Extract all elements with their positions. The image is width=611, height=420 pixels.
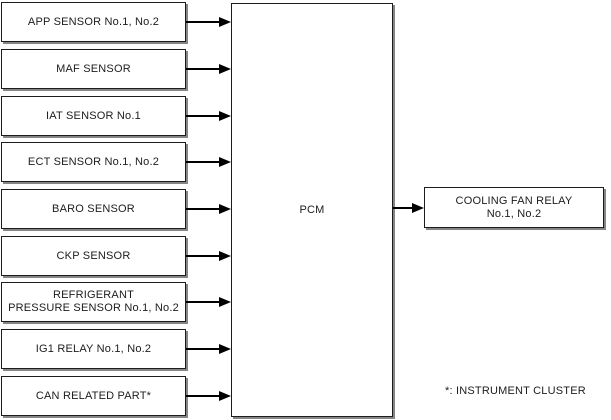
input-box-label: MAF SENSOR <box>56 62 131 75</box>
input-box-label: APP SENSOR No.1, No.2 <box>27 15 160 28</box>
output-box-cooling-fan-relay: COOLING FAN RELAY No.1, No.2 <box>424 187 604 228</box>
input-box-label: CKP SENSOR <box>56 249 131 262</box>
input-box-label: IG1 RELAY No.1, No.2 <box>35 342 152 355</box>
arrow-head-icon <box>219 297 231 307</box>
output-box-label: COOLING FAN RELAY No.1, No.2 <box>455 194 573 220</box>
pcm-label: PCM <box>299 203 325 216</box>
input-box-label: ECT SENSOR No.1, No.2 <box>27 155 160 168</box>
arrow-shaft <box>186 395 219 397</box>
arrow-ckp-to-pcm <box>186 251 231 261</box>
arrow-maf-to-pcm <box>186 64 231 74</box>
input-box-label: CAN RELATED PART* <box>35 389 152 402</box>
arrow-head-icon <box>219 204 231 214</box>
arrow-app-to-pcm <box>186 17 231 27</box>
arrow-ig1-to-pcm <box>186 344 231 354</box>
arrow-shaft <box>186 68 219 70</box>
arrow-shaft <box>186 21 219 23</box>
arrow-head-icon <box>219 391 231 401</box>
arrow-iat-to-pcm <box>186 111 231 121</box>
arrow-head-icon <box>219 111 231 121</box>
input-box-label: REFRIGERANT PRESSURE SENSOR No.1, No.2 <box>8 289 179 314</box>
arrow-ect-to-pcm <box>186 157 231 167</box>
arrow-shaft <box>186 255 219 257</box>
arrow-head-icon <box>412 203 424 213</box>
arrow-baro-to-pcm <box>186 204 231 214</box>
input-box-label: IAT SENSOR No.1 <box>46 109 141 122</box>
input-box-ig1-relay: IG1 RELAY No.1, No.2 <box>1 329 186 369</box>
arrow-shaft <box>186 208 219 210</box>
arrow-pcm-to-cooling-fan-relay <box>393 203 424 213</box>
arrow-head-icon <box>219 157 231 167</box>
input-box-iat-sensor: IAT SENSOR No.1 <box>1 96 186 136</box>
input-box-ckp-sensor: CKP SENSOR <box>1 236 186 276</box>
input-box-refrigerant-pressure-sensor: REFRIGERANT PRESSURE SENSOR No.1, No.2 <box>1 282 186 322</box>
arrow-head-icon <box>219 17 231 27</box>
pcm-box: PCM <box>231 3 393 417</box>
arrow-shaft <box>186 348 219 350</box>
arrow-shaft <box>186 115 219 117</box>
arrow-head-icon <box>219 344 231 354</box>
input-box-can-related-part: CAN RELATED PART* <box>1 376 186 416</box>
input-box-baro-sensor: BARO SENSOR <box>1 189 186 229</box>
input-box-app-sensor: APP SENSOR No.1, No.2 <box>1 2 186 42</box>
input-box-ect-sensor: ECT SENSOR No.1, No.2 <box>1 142 186 182</box>
input-box-maf-sensor: MAF SENSOR <box>1 49 186 89</box>
arrow-can-to-pcm <box>186 391 231 401</box>
arrow-head-icon <box>219 64 231 74</box>
arrow-shaft <box>393 207 412 209</box>
arrow-refrigerant-to-pcm <box>186 297 231 307</box>
footnote: *: INSTRUMENT CLUSTER <box>445 385 586 397</box>
arrow-shaft <box>186 301 219 303</box>
input-box-label: BARO SENSOR <box>52 202 135 215</box>
arrow-shaft <box>186 161 219 163</box>
arrow-head-icon <box>219 251 231 261</box>
